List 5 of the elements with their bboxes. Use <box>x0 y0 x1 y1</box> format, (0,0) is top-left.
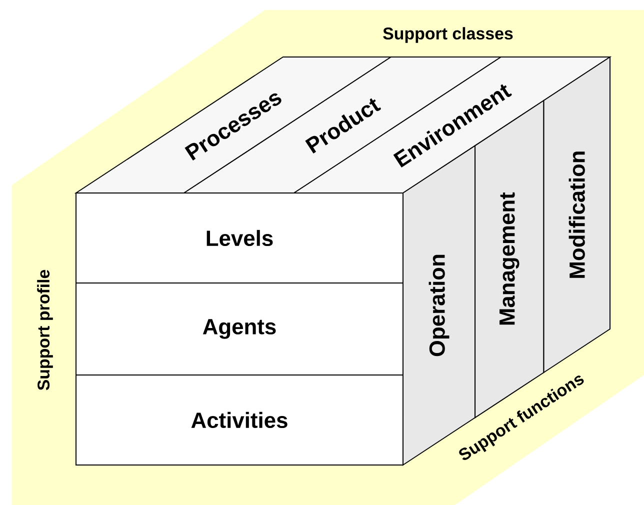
axis-label: Support classes <box>383 27 513 43</box>
front-face-row: Agents <box>76 282 404 376</box>
axis-label: Support profile <box>37 270 53 390</box>
front-face-row: Activities <box>76 374 404 466</box>
front-face-row: Levels <box>76 192 404 284</box>
